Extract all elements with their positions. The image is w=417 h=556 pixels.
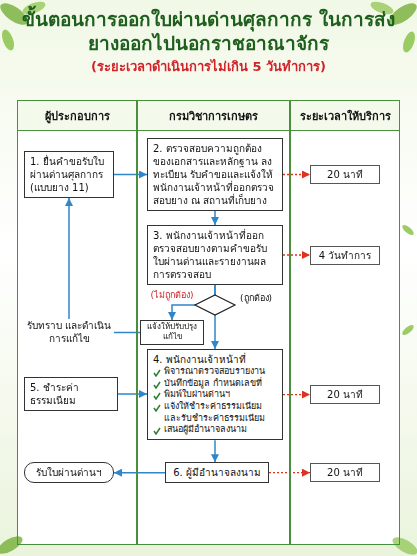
leaf <box>401 223 416 237</box>
check-stroke <box>154 428 160 434</box>
terminal-box: รับใบผ่านด่านฯ <box>24 462 114 483</box>
flow-arrow <box>69 198 140 332</box>
checklist-item: บันทึกข้อมูล กำหนดเลขที่ <box>153 378 277 390</box>
decision-diamond <box>195 295 235 315</box>
lane-header: ผู้ประกอบการ <box>18 101 136 131</box>
check-stroke <box>154 393 160 399</box>
step-text: 5. ชำระค่าธรรมเนียม <box>30 381 112 407</box>
flow-arrow <box>214 211 216 225</box>
duration-arrow <box>283 254 310 255</box>
process-box: 4. พนักงานเจ้าหน้าที่พิจารณาตรวจสอบรายงา… <box>147 349 283 440</box>
flow-arrow <box>114 174 147 176</box>
check-mark <box>153 404 161 412</box>
process-box: 1. ยื่นคำขอรับใบผ่านด่านศุลกากร (แบบยาง … <box>24 151 114 198</box>
heading-area: ขั้นตอนการออกใบผ่านด่านศุลกากร ในการส่งย… <box>8 8 409 75</box>
flow-arrow <box>118 393 147 395</box>
process-box: 2. ตรวจสอบความถูกต้องของเอกสารและหลักฐาน… <box>147 138 283 211</box>
lane-header: กรมวิชาการเกษตร <box>138 101 289 131</box>
duration-text: 4 วันทำการ <box>314 249 376 262</box>
step-text: 1. ยื่นคำขอรับใบผ่านด่านศุลกากร (แบบยาง … <box>30 155 108 194</box>
title: ขั้นตอนการออกใบผ่านด่านศุลกากร ในการส่งย… <box>8 8 409 56</box>
step-text: 2. ตรวจสอบความถูกต้องของเอกสารและหลักฐาน… <box>153 142 277 207</box>
step-text: 3. พนักงานเจ้าหน้าที่ออกตรวจสอบยางตามคำข… <box>153 229 277 281</box>
swimlane: ระยะเวลาให้บริการ 20 นาที 4 วันทำการ 20 นาท… <box>290 100 400 545</box>
check-mark <box>153 369 161 377</box>
flow-arrow <box>114 472 165 474</box>
table-ground <box>17 100 400 545</box>
check-mark <box>153 427 161 435</box>
checklist-item: พิจารณาตรวจสอบรายงาน <box>153 366 277 378</box>
edge-label: (ถูกต้อง) <box>239 293 273 305</box>
notice-box: แจ้งให้ปรับปรุงแก้ไข <box>140 320 204 345</box>
duration-text: 20 นาที <box>314 168 376 181</box>
duration-box: 20 นาที <box>310 463 380 482</box>
process-box: 6. ผู้มีอำนาจลงนาม <box>165 462 269 483</box>
check-stroke <box>154 382 160 388</box>
swimlane: ผู้ประกอบการ 1. ยื่นคำขอรับใบผ่านด่านศุลก… <box>17 100 137 545</box>
swimlane: กรมวิชาการเกษตร 2. ตรวจสอบความถูกต้องของเ… <box>137 100 290 545</box>
step-text: แจ้งให้ปรับปรุงแก้ไข <box>143 322 201 343</box>
flow-arrow <box>214 440 216 462</box>
duration-arrow <box>283 174 310 175</box>
duration-text: 20 นาที <box>314 466 376 479</box>
check-stroke <box>154 370 160 376</box>
duration-box: 4 วันทำการ <box>310 246 380 265</box>
check-mark <box>153 392 161 400</box>
edge-label: (ไม่ถูกต้อง) <box>149 290 194 302</box>
header-ground <box>17 100 400 130</box>
duration-box: 20 นาที <box>310 385 380 404</box>
checklist-item: แจ้งให้ชำระค่าธรรมเนียม และรับชำระค่าธรร… <box>153 401 277 424</box>
leaf <box>401 30 417 54</box>
check-mark <box>153 381 161 389</box>
duration-text: 20 นาที <box>314 388 376 401</box>
lane-header: ระยะเวลาให้บริการ <box>291 101 399 131</box>
checklist-item: เสนอผู้มีอำนาจลงนาม <box>153 424 277 436</box>
connectors <box>69 175 310 473</box>
process-box: 3. พนักงานเจ้าหน้าที่ออกตรวจสอบยางตามคำข… <box>147 225 283 285</box>
process-box: 5. ชำระค่าธรรมเนียม <box>24 377 118 411</box>
leaf <box>401 323 416 337</box>
subtitle: (ระยะเวลาดำเนินการไม่เกิน 5 วันทำการ) <box>8 59 409 76</box>
check-stroke <box>154 405 160 411</box>
step-text: 4. พนักงานเจ้าหน้าที่ <box>153 353 277 366</box>
step-text: รับใบผ่านด่านฯ <box>30 466 108 479</box>
leaf <box>0 28 16 52</box>
duration-arrow <box>283 394 310 395</box>
duration-box: 20 นาที <box>310 165 380 184</box>
edge-label: รับทราบ และดำเนินการแก้ไข <box>24 319 114 345</box>
checklist-item: พิมพ์ใบผ่านด่านฯ <box>153 389 277 401</box>
step-text: 6. ผู้มีอำนาจลงนาม <box>171 466 263 479</box>
